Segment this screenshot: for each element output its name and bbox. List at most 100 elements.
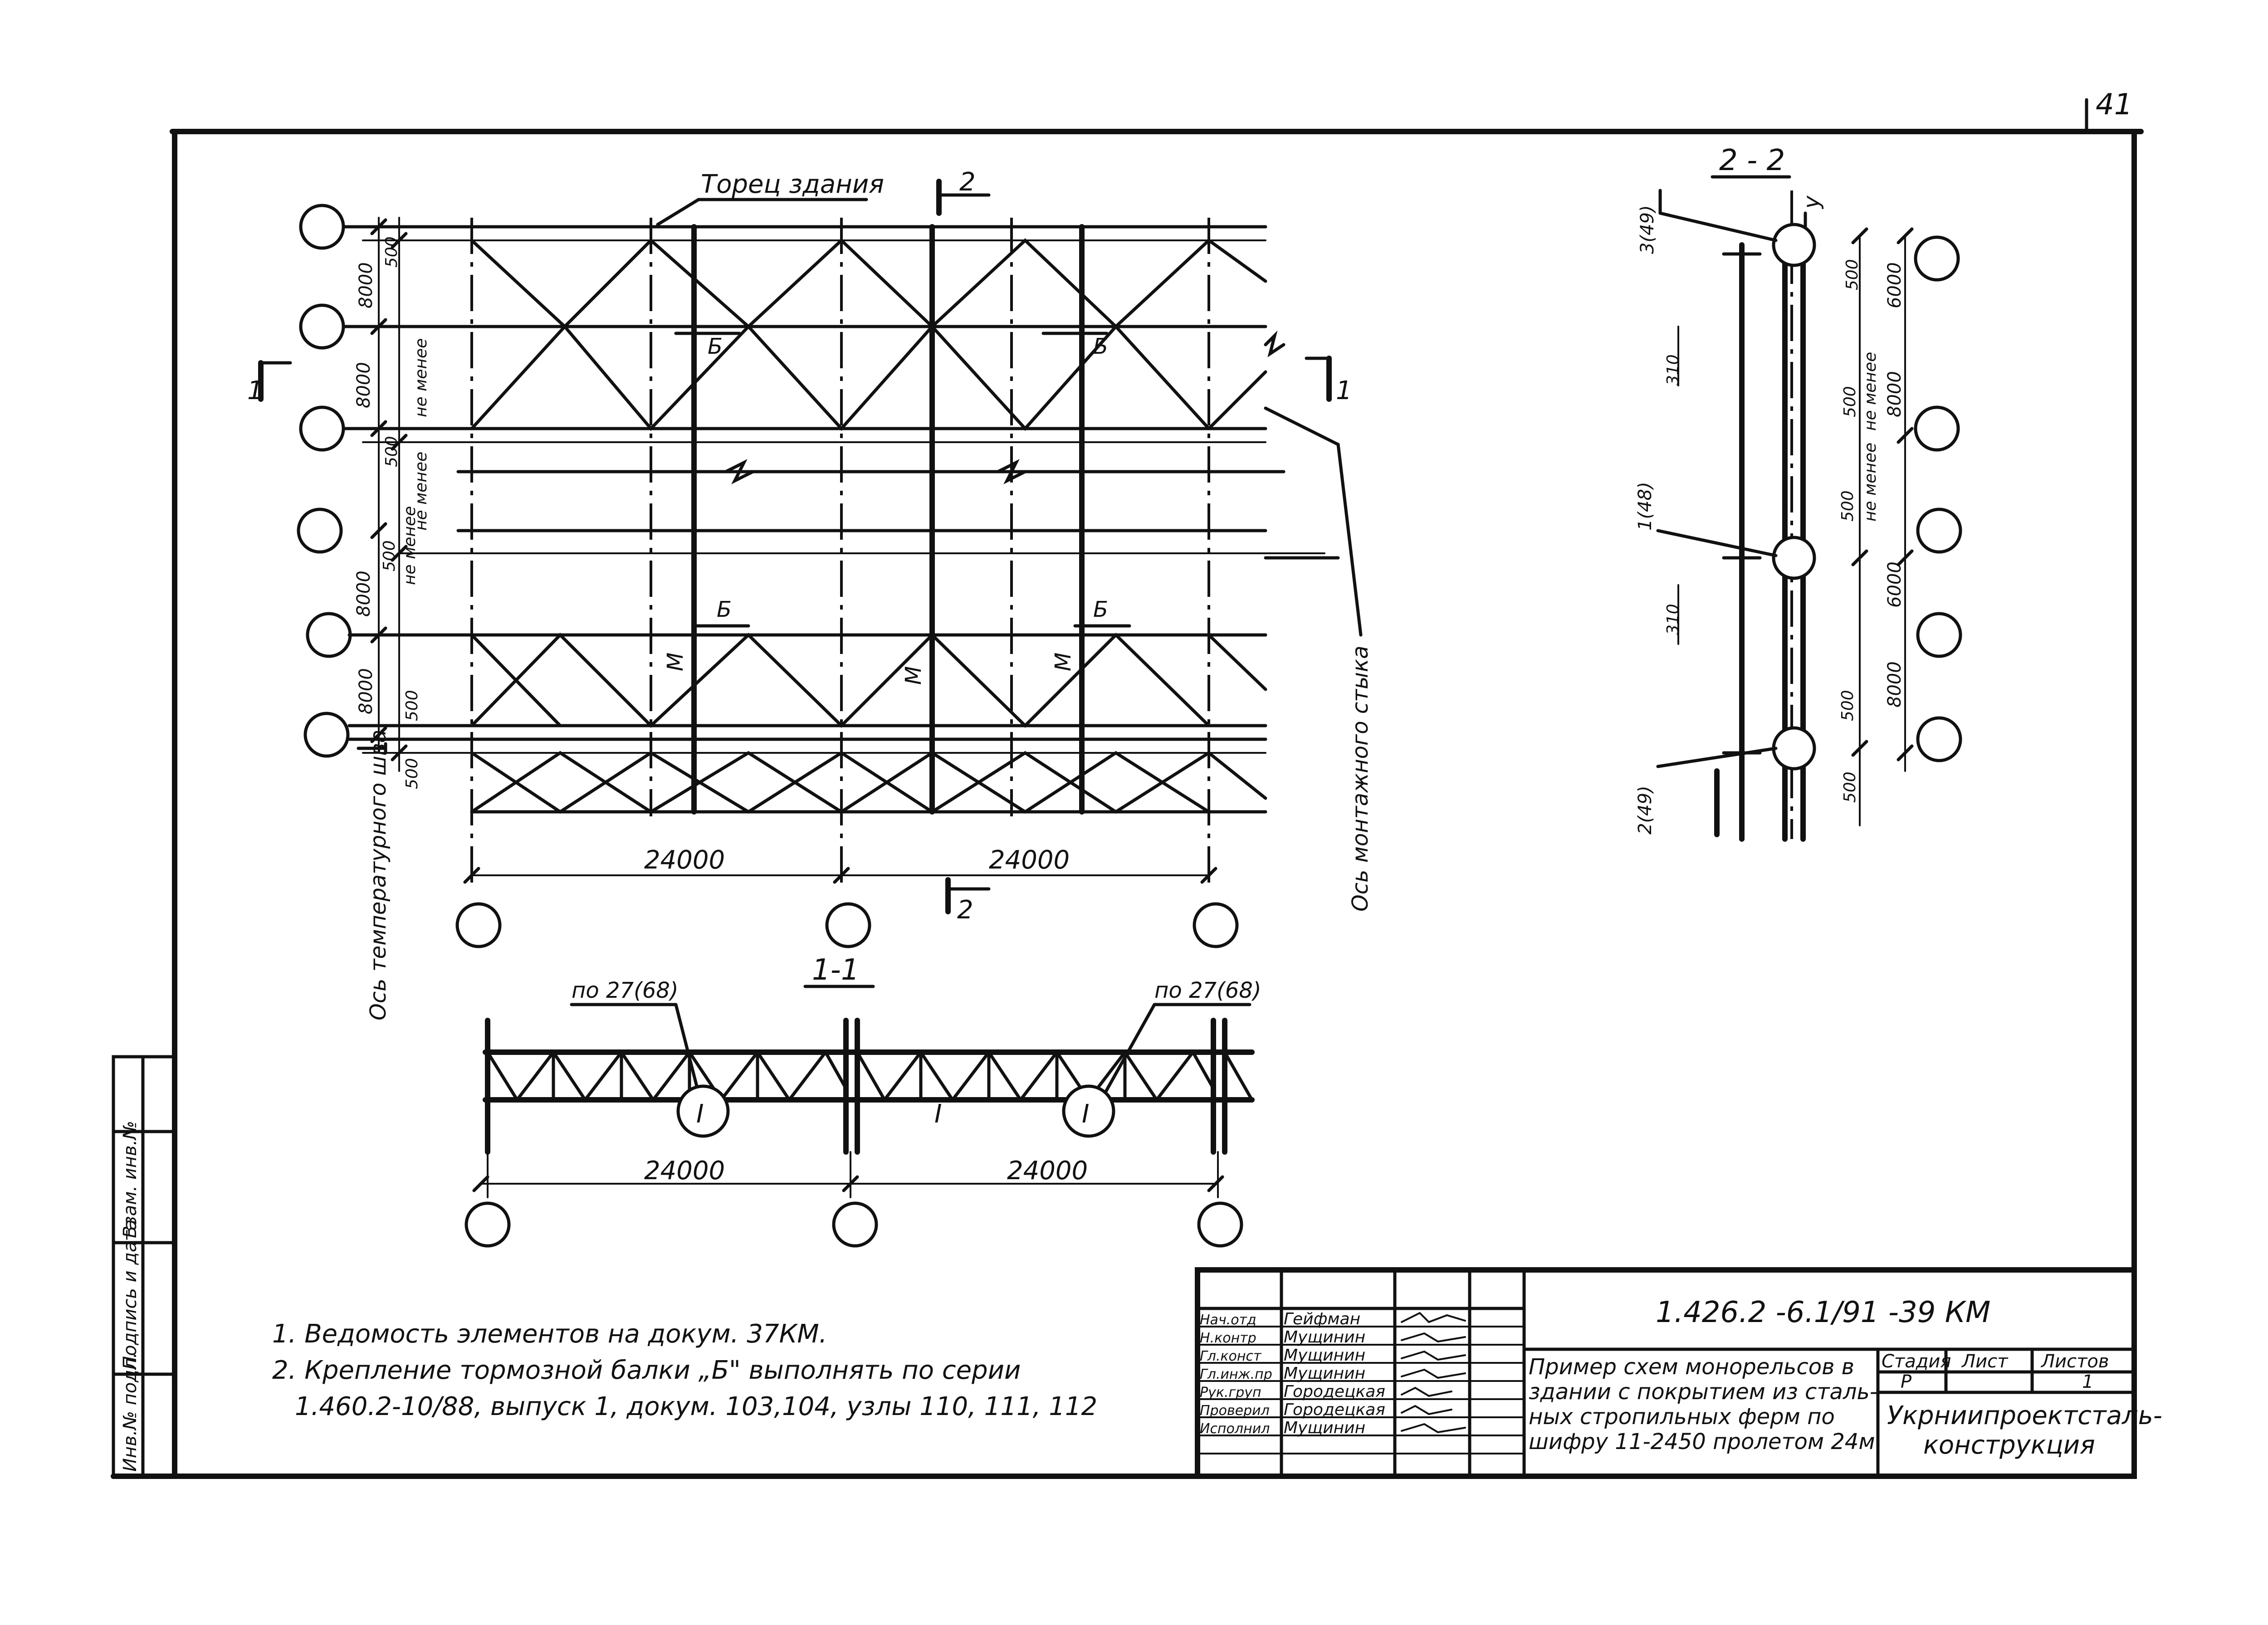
dim-310: 310 (1664, 604, 1682, 635)
not-less-label: не менее (412, 452, 430, 531)
axis-expansion-label: Ось температурного шва (366, 730, 391, 1020)
doc-code: 1.426.2 -6.1/91 -39 КМ (1656, 1296, 1990, 1329)
dim-24000: 24000 (644, 845, 725, 875)
dim-24000: 24000 (644, 1156, 725, 1186)
section-1-mark: 1 (1336, 376, 1352, 405)
side-stamp-sign: Подпись и дата (120, 1220, 141, 1370)
signature (1401, 1368, 1466, 1379)
dim-8000: 8000 (1884, 661, 1905, 708)
dim-500: 500 (1841, 386, 1859, 417)
dim-500: 500 (1838, 490, 1857, 522)
note-1: 1. Ведомость элементов на докум. 37КМ. (272, 1319, 827, 1349)
axis-circle (297, 508, 343, 554)
beam-label: Б (1093, 597, 1108, 622)
dim-500: 500 (380, 540, 399, 571)
ref-right: по 27(68) (1154, 978, 1261, 1003)
signer-name: Городецкая (1284, 1401, 1385, 1419)
building-end-label: Торец здания (701, 170, 884, 199)
signature (1401, 1386, 1452, 1397)
axis-circle (825, 902, 871, 948)
section-1-mark: 1 (247, 376, 264, 405)
axis-circle (1914, 235, 1960, 282)
signature (1401, 1332, 1466, 1343)
note-2-cont: 1.460.2-10/88, выпуск 1, докум. 103,104,… (295, 1392, 1097, 1421)
axis-circle (303, 712, 350, 758)
signer-role: Гл.конст (1200, 1348, 1262, 1364)
organization: конструкция (1923, 1430, 2095, 1460)
section-1-1-title: 1-1 (812, 953, 860, 987)
ref-top: 3(49) (1637, 205, 1658, 254)
profile-i: I (696, 1099, 704, 1129)
dim-500: 500 (382, 236, 401, 268)
axis-circle (299, 204, 345, 250)
beam-label: Б (708, 334, 723, 359)
signature (1401, 1405, 1452, 1415)
dim-6000: 6000 (1884, 262, 1905, 308)
dim-6000: 6000 (1884, 561, 1905, 608)
section-2-2: 2 - 2 у 3(49) 1(48) 2(49) 310 310 (1635, 144, 1962, 842)
sheet-label: Лист (1961, 1351, 2009, 1372)
axis-circle (299, 303, 345, 350)
signer-name: Гейфман (1284, 1310, 1360, 1328)
axis-circle (1914, 405, 1960, 452)
not-less-label: не менее (1861, 352, 1880, 431)
sheet-number: 41 (2096, 88, 2132, 122)
dim-8000: 8000 (1884, 371, 1905, 417)
doc-description: здании с покрытием из сталь- (1529, 1379, 1877, 1405)
signer-name: Городецкая (1284, 1382, 1385, 1401)
signer-name: Мущинин (1284, 1364, 1365, 1383)
dim-500: 500 (403, 758, 421, 789)
signer-role: Проверил (1200, 1403, 1270, 1419)
axis-circle (832, 1201, 878, 1248)
detail-circle (1772, 223, 1816, 267)
dim-8000: 8000 (353, 362, 374, 408)
section-2-2-title: 2 - 2 (1719, 144, 1785, 177)
signer-role: Рук.груп (1200, 1385, 1261, 1401)
signature (1401, 1312, 1466, 1323)
signer-role: Нач.отд (1200, 1312, 1256, 1328)
doc-description: Пример схем монорельсов в (1529, 1354, 1854, 1380)
axis-circle (1916, 716, 1962, 762)
ref-bottom: 2(49) (1635, 786, 1656, 834)
dim-310: 310 (1664, 354, 1682, 386)
detail-circle (676, 1084, 730, 1138)
section-2-mark: 2 (957, 895, 973, 925)
plan-view: Б Б Б Б М М М Торец здания 2 2 1 1 (247, 167, 1373, 1020)
side-stamp: Инв.№ подл. Подпись и дата Взам. инв.№ (112, 1055, 176, 1478)
dim-24000: 24000 (989, 845, 1070, 875)
dim-500: 500 (1841, 771, 1859, 803)
mark-m: М (663, 653, 688, 671)
detail-circle (1062, 1084, 1115, 1138)
detail-circle (1772, 726, 1816, 771)
side-stamp-replace: Взам. инв.№ (120, 1121, 141, 1238)
dim-24000: 24000 (1007, 1156, 1088, 1186)
signer-role: Исполнил (1200, 1421, 1270, 1437)
not-less-label: не менее (1861, 443, 1880, 522)
dim-500: 500 (1843, 259, 1862, 290)
beam-label: Б (717, 597, 732, 622)
stage-value: Р (1901, 1371, 1912, 1392)
mark-y: у (1799, 195, 1824, 210)
profile-i: I (1082, 1099, 1090, 1129)
dim-500: 500 (1838, 690, 1857, 721)
mark-m: М (1051, 653, 1076, 671)
axis-circle (455, 902, 502, 948)
sheets-value: 1 (2082, 1371, 2093, 1392)
side-stamp-inv: Инв.№ подл. (120, 1352, 141, 1472)
axis-circle (306, 612, 352, 658)
notes: 1. Ведомость элементов на докум. 37КМ. 2… (272, 1319, 1097, 1421)
axis-circle (1916, 508, 1962, 554)
dim-8000: 8000 (356, 262, 376, 308)
stage-label: Стадия (1882, 1351, 1951, 1372)
ref-mid: 1(48) (1635, 482, 1656, 531)
section-2-mark: 2 (959, 167, 976, 197)
signer-name: Мущинин (1284, 1419, 1365, 1437)
axis-circle (299, 405, 345, 452)
organization: Укрниипроектсталь- (1887, 1401, 2162, 1430)
note-2: 2. Крепление тормозной балки „Б" выполня… (272, 1356, 1021, 1385)
axis-circle (1916, 612, 1962, 658)
axis-circle (464, 1201, 511, 1248)
dim-500: 500 (403, 690, 421, 721)
doc-description: ных стропильных ферм по (1529, 1404, 1835, 1430)
signature (1401, 1423, 1466, 1434)
